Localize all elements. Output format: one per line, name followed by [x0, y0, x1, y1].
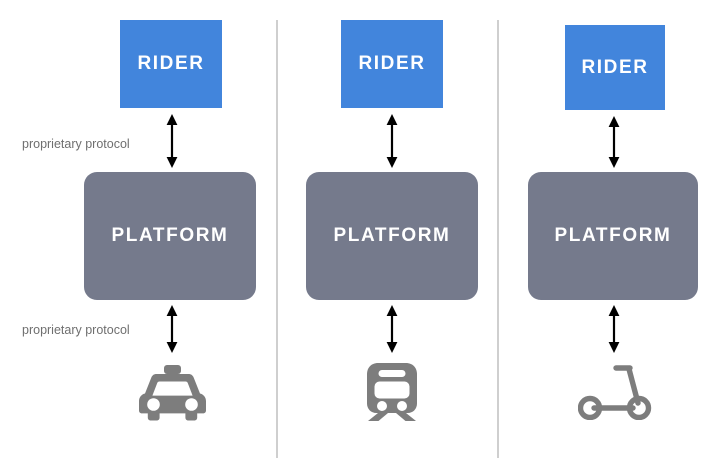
train-icon: [367, 363, 417, 421]
double-arrow-platform-vehicle-taxi: [166, 305, 178, 353]
taxi-icon: [139, 365, 206, 421]
platform-box-scooter[interactable]: PLATFORM: [528, 172, 698, 300]
double-arrow-platform-vehicle-train: [386, 305, 398, 353]
rider-box-scooter[interactable]: RIDER: [565, 25, 665, 110]
bottom-link-label-taxi: proprietary protocol: [22, 323, 130, 337]
platform-label: PLATFORM: [333, 225, 451, 246]
platform-box-taxi[interactable]: PLATFORM: [84, 172, 256, 300]
top-link-label-taxi: proprietary protocol: [22, 137, 130, 151]
column-divider-2: [497, 20, 499, 458]
rider-label: RIDER: [358, 53, 426, 74]
rider-label: RIDER: [581, 56, 649, 78]
column-divider-1: [276, 20, 278, 458]
rider-box-taxi[interactable]: RIDER: [120, 20, 222, 108]
platform-box-train[interactable]: PLATFORM: [306, 172, 478, 300]
rider-box-train[interactable]: RIDER: [341, 20, 443, 108]
platform-label: PLATFORM: [111, 225, 229, 246]
double-arrow-rider-platform-scooter: [608, 116, 620, 168]
rider-label: RIDER: [137, 53, 205, 74]
double-arrow-rider-platform-taxi: [166, 114, 178, 168]
double-arrow-rider-platform-train: [386, 114, 398, 168]
scooter-icon: [578, 365, 652, 420]
platform-label: PLATFORM: [554, 225, 672, 246]
double-arrow-platform-vehicle-scooter: [608, 305, 620, 353]
